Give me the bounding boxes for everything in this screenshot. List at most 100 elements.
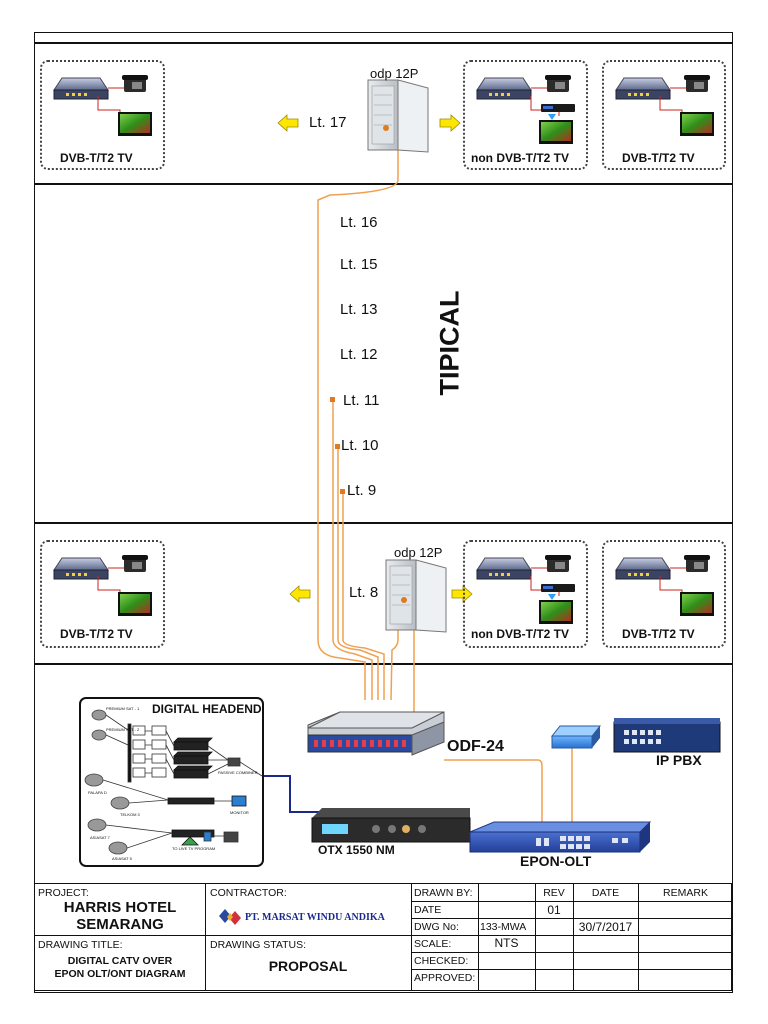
remark-header: REMARK bbox=[663, 887, 708, 899]
phone-icon bbox=[545, 75, 571, 92]
floor-divider-3 bbox=[34, 663, 732, 665]
floor-label-12: Lt. 12 bbox=[340, 346, 378, 363]
dwg-no-label: DWG No: bbox=[414, 921, 459, 933]
ont-phone-tv-icon bbox=[476, 75, 575, 144]
ont-phone-tv-icon bbox=[615, 555, 714, 616]
approved-label: APPROVED: bbox=[414, 972, 476, 984]
drawing-title-line1: DIGITAL CATV OVER bbox=[67, 955, 173, 967]
right-box-label-8: DVB-T/T2 TV bbox=[622, 627, 695, 641]
dwg-no-value: 133-MWA bbox=[480, 921, 527, 933]
floor-divider-1 bbox=[34, 183, 732, 185]
ont-phone-tv-icon bbox=[476, 555, 575, 624]
floor-label-13: Lt. 13 bbox=[340, 301, 378, 318]
epon-olt-icon bbox=[469, 821, 652, 853]
drawing-status-caption: DRAWING STATUS: bbox=[210, 939, 307, 951]
mid-box-label-8: non DVB-T/T2 TV bbox=[471, 627, 569, 641]
ont-modem-icon bbox=[615, 77, 671, 100]
floor-divider-2 bbox=[34, 522, 732, 524]
date-header: DATE bbox=[591, 887, 620, 899]
drawing-title-line2: EPON OLT/ONT DIAGRAM bbox=[54, 968, 186, 980]
typical-title: TIPICAL bbox=[434, 290, 465, 396]
olt-label: EPON-OLT bbox=[520, 853, 592, 869]
tv-icon bbox=[118, 112, 152, 136]
drawn-by-label: DRAWN BY: bbox=[414, 887, 473, 899]
headend-label-premium2: PREMIUM SAT - 2 bbox=[106, 727, 140, 732]
digital-headend-box bbox=[79, 697, 264, 867]
user-box-left-8 bbox=[40, 540, 165, 648]
mid-box-label-17: non DVB-T/T2 TV bbox=[471, 151, 569, 165]
floor-label-17: Lt. 17 bbox=[309, 114, 347, 131]
headend-label-premium1: PREMIUM SAT - 1 bbox=[106, 706, 140, 711]
fiber-riser bbox=[317, 140, 573, 840]
project-caption: PROJECT: bbox=[38, 887, 89, 899]
user-box-left-17 bbox=[40, 60, 165, 170]
phone-icon bbox=[122, 75, 148, 92]
left-box-label-8: DVB-T/T2 TV bbox=[60, 627, 133, 641]
user-box-right-8 bbox=[602, 540, 726, 648]
title-block: PROJECT: HARRIS HOTEL SEMARANG CONTRACTO… bbox=[34, 883, 733, 991]
odf-label: ODF-24 bbox=[447, 738, 504, 755]
rev-header: REV bbox=[543, 887, 565, 899]
user-box-right-17 bbox=[602, 60, 726, 170]
headend-title: DIGITAL HEADEND bbox=[152, 702, 262, 716]
floor-label-11: Lt. 11 bbox=[343, 392, 380, 409]
drawing-frame bbox=[34, 32, 733, 993]
contractor-caption: CONTRACTOR: bbox=[210, 887, 287, 899]
tv-icon bbox=[539, 120, 573, 144]
contractor-logo-icon bbox=[219, 909, 241, 925]
headend-label-palapa: PALAPA D bbox=[88, 790, 107, 795]
floor-label-16: Lt. 16 bbox=[340, 214, 378, 231]
satellite-dish-icon bbox=[84, 709, 130, 855]
ont-modem-icon bbox=[476, 77, 532, 100]
headend-label-telkom: TELKOM 3 bbox=[120, 812, 140, 817]
network-switch-icon bbox=[550, 725, 602, 749]
date-value: 30/7/2017 bbox=[578, 920, 633, 934]
phone-icon bbox=[545, 555, 571, 572]
ont-modem-icon bbox=[615, 557, 671, 580]
scale-value: NTS bbox=[494, 936, 519, 950]
headend-label-asiasat5: ASIASAT 5 bbox=[112, 856, 132, 861]
user-box-mid-17 bbox=[463, 60, 588, 170]
ip-pbx-label: IP PBX bbox=[656, 752, 702, 768]
odp-cabinet-icon bbox=[385, 559, 447, 633]
project-name-line1: HARRIS HOTEL bbox=[63, 899, 177, 916]
tv-icon bbox=[680, 592, 714, 616]
tv-icon bbox=[118, 592, 152, 616]
right-box-label-17: DVB-T/T2 TV bbox=[622, 151, 695, 165]
otx-label: OTX 1550 NM bbox=[318, 843, 395, 857]
floor-label-10: Lt. 10 bbox=[341, 437, 379, 454]
floor-label-8: Lt. 8 bbox=[349, 584, 379, 601]
contractor-name: PT. MARSAT WINDU ANDIKA bbox=[245, 912, 385, 923]
headend-label-asiasat7: ASIASAT 7 bbox=[90, 835, 110, 840]
ont-modem-icon bbox=[53, 557, 109, 580]
headend-schematic bbox=[84, 709, 263, 855]
floor-label-15: Lt. 15 bbox=[340, 256, 378, 273]
fiber-taps bbox=[330, 397, 345, 494]
coax-headend-otx bbox=[264, 775, 322, 813]
set-top-box-icon bbox=[541, 584, 575, 592]
drawing-title-caption: DRAWING TITLE: bbox=[38, 939, 123, 951]
odf-24-icon bbox=[307, 711, 445, 756]
ont-phone-tv-icon bbox=[53, 75, 152, 136]
odp-cabinet-icon bbox=[367, 79, 429, 153]
rev-value: 01 bbox=[547, 903, 561, 917]
date-label: DATE bbox=[414, 904, 442, 916]
ont-modem-icon bbox=[53, 77, 109, 100]
arrow-left-icon bbox=[289, 585, 311, 603]
user-box-mid-8 bbox=[463, 540, 588, 648]
frame-top-line bbox=[34, 42, 732, 44]
phone-icon bbox=[684, 75, 710, 92]
phone-icon bbox=[122, 555, 148, 572]
floor-8-group bbox=[289, 559, 473, 633]
project-name-line2: SEMARANG bbox=[76, 916, 164, 933]
floor-17-group bbox=[277, 79, 461, 153]
arrow-left-icon bbox=[277, 114, 299, 132]
ont-modem-icon bbox=[476, 557, 532, 580]
floor-label-9: Lt. 9 bbox=[347, 482, 377, 499]
ip-pbx-icon bbox=[613, 718, 721, 753]
scale-label: SCALE: bbox=[414, 938, 452, 950]
set-top-box-icon bbox=[541, 104, 575, 112]
otx-1550-icon bbox=[311, 808, 471, 843]
tv-icon bbox=[539, 600, 573, 624]
